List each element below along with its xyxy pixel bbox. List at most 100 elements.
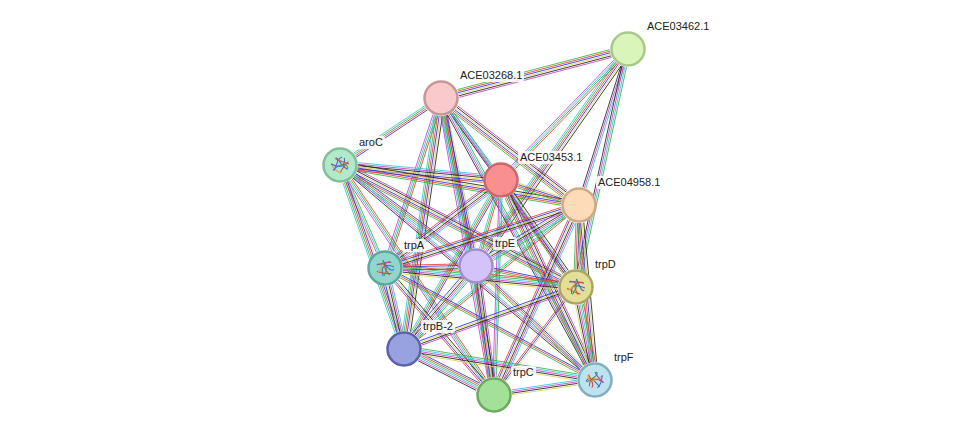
evidence-strand (512, 385, 577, 395)
node-circle (577, 362, 613, 398)
evidence-strand (400, 278, 578, 373)
node-disc (612, 33, 645, 66)
node-circle (423, 80, 459, 116)
evidence-strand (398, 189, 485, 255)
protein-node: trpD (558, 269, 594, 305)
interaction-edge (512, 60, 617, 168)
node-disc (485, 164, 518, 197)
protein-node: trpE (458, 248, 494, 284)
protein-node: trpA (367, 250, 403, 286)
evidence-strand (491, 277, 584, 366)
protein-label: ACE03462.1 (645, 20, 711, 33)
evidence-strand (358, 166, 561, 200)
node-circle (610, 31, 646, 67)
structure-strand (335, 158, 348, 164)
evidence-strand (574, 223, 576, 269)
evidence-strand (401, 276, 579, 371)
evidence-strand (356, 110, 427, 157)
evidence-strand (518, 186, 562, 200)
interaction-edge (576, 304, 596, 363)
interaction-edge (354, 106, 428, 157)
evidence-strand (512, 383, 577, 393)
protein-node: ACE04958.1 (561, 187, 597, 223)
evidence-strand (355, 107, 426, 154)
evidence-strand (386, 286, 397, 332)
node-circle (322, 147, 358, 183)
protein-label: aroC (357, 136, 385, 149)
evidence-strand (403, 264, 458, 265)
protein-node: trpC (476, 377, 512, 413)
node-disc (563, 189, 596, 222)
evidence-strand (349, 180, 483, 380)
node-disc (478, 379, 511, 412)
evidence-strand (422, 350, 577, 375)
evidence-strand (459, 54, 611, 94)
node-disc (560, 271, 593, 304)
node-circle (483, 162, 519, 198)
evidence-strand (450, 114, 564, 274)
interaction-edge (386, 285, 403, 332)
node-disc (425, 82, 458, 115)
evidence-strand (420, 291, 558, 341)
evidence-strand (358, 165, 561, 199)
protein-label: ACE03453.1 (518, 151, 584, 164)
protein-node: trpB-2 (386, 331, 422, 367)
evidence-strand (581, 67, 625, 270)
node-disc (324, 149, 357, 182)
evidence-strand (354, 106, 425, 153)
structure-strand (589, 379, 603, 386)
node-disc (369, 252, 402, 285)
structure-icon (377, 260, 394, 276)
protein-node: ACE03453.1 (483, 162, 519, 198)
protein-label: trpE (493, 237, 517, 250)
protein-node: ACE03268.1 (423, 80, 459, 116)
interaction-edge (577, 66, 626, 270)
evidence-strand (451, 113, 565, 273)
evidence-strand (418, 361, 476, 391)
interaction-edge (343, 181, 401, 333)
evidence-strand (355, 109, 426, 156)
structure-strand (575, 282, 583, 294)
evidence-strand (349, 181, 401, 331)
protein-label: trpD (593, 258, 618, 271)
structure-icon (331, 157, 349, 173)
interaction-edge (511, 380, 577, 394)
evidence-strand (457, 50, 609, 90)
evidence-strand (419, 359, 477, 389)
node-disc (579, 364, 612, 397)
evidence-strand (514, 62, 616, 167)
evidence-strand (513, 61, 615, 166)
interaction-edge (457, 50, 611, 98)
protein-label: trpA (402, 239, 426, 252)
evidence-strand (505, 301, 565, 380)
evidence-strand (458, 51, 610, 91)
node-circle (476, 377, 512, 413)
interaction-edge (504, 300, 567, 381)
protein-label: trpC (511, 366, 536, 379)
interaction-edge (517, 183, 562, 202)
interaction-edge (420, 291, 560, 345)
evidence-strand (576, 305, 588, 363)
evidence-strand (518, 185, 562, 199)
interaction-edge (421, 349, 577, 381)
node-disc (460, 250, 493, 283)
node-circle (367, 250, 403, 286)
structure-strand (576, 279, 584, 291)
node-disc (388, 333, 421, 366)
evidence-strand (422, 353, 577, 378)
evidence-strand (584, 66, 622, 188)
node-circle (561, 187, 597, 223)
evidence-strand (453, 112, 567, 272)
structure-icon (567, 279, 585, 295)
structure-icon (586, 372, 603, 388)
node-circle (458, 248, 494, 284)
evidence-strand (582, 304, 594, 362)
evidence-strand (506, 302, 566, 381)
structure-strand (385, 262, 391, 275)
evidence-strand (421, 355, 576, 380)
protein-node: aroC (322, 147, 358, 183)
protein-label: ACE03268.1 (458, 69, 524, 82)
evidence-strand (582, 67, 626, 270)
evidence-strand (577, 305, 589, 363)
